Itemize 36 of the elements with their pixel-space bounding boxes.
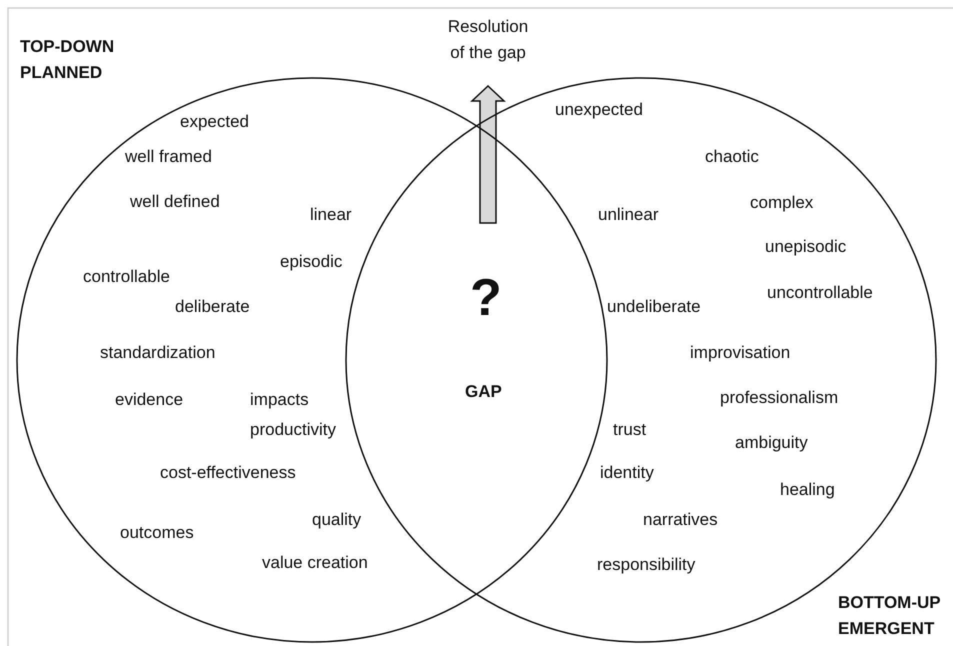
block-arrow bbox=[470, 84, 506, 224]
word-label: ambiguity bbox=[735, 433, 808, 454]
word-label: cost-effectiveness bbox=[160, 463, 296, 484]
word-label: controllable bbox=[83, 267, 170, 288]
word-label: unlinear bbox=[598, 205, 658, 226]
word-label: trust bbox=[613, 420, 646, 440]
word-label: evidence bbox=[115, 390, 184, 410]
word-label: professionalism bbox=[720, 388, 838, 408]
word-label: linear bbox=[310, 205, 352, 226]
word-label: complex bbox=[750, 193, 814, 214]
word-label: impacts bbox=[250, 390, 309, 410]
word-label: expected bbox=[180, 112, 249, 132]
word-label: well framed bbox=[125, 147, 212, 168]
word-label: narratives bbox=[643, 510, 718, 530]
word-label: healing bbox=[780, 480, 835, 500]
word-label: episodic bbox=[280, 252, 342, 272]
word-label: standardization bbox=[100, 343, 216, 364]
question-mark: ? bbox=[470, 272, 502, 324]
word-label: unexpected bbox=[555, 100, 643, 120]
gap-label: GAP bbox=[465, 383, 502, 400]
word-label: undeliberate bbox=[607, 297, 701, 318]
word-label: deliberate bbox=[175, 297, 250, 318]
arrow-caption: Resolution of the gap bbox=[446, 16, 530, 64]
word-label: unepisodic bbox=[765, 237, 846, 258]
word-label: productivity bbox=[250, 420, 336, 440]
word-label: identity bbox=[600, 463, 654, 484]
circle-heading: TOP-DOWN PLANNED bbox=[20, 36, 116, 84]
word-label: quality bbox=[312, 510, 362, 530]
circle-heading: BOTTOM-UP EMERGENT bbox=[838, 592, 942, 640]
word-label: responsibility bbox=[597, 555, 696, 576]
word-label: chaotic bbox=[705, 147, 759, 168]
word-label: uncontrollable bbox=[767, 283, 873, 304]
word-label: outcomes bbox=[120, 523, 194, 544]
word-label: improvisation bbox=[690, 343, 790, 364]
word-label: value creation bbox=[262, 553, 368, 574]
word-label: well defined bbox=[130, 192, 220, 212]
